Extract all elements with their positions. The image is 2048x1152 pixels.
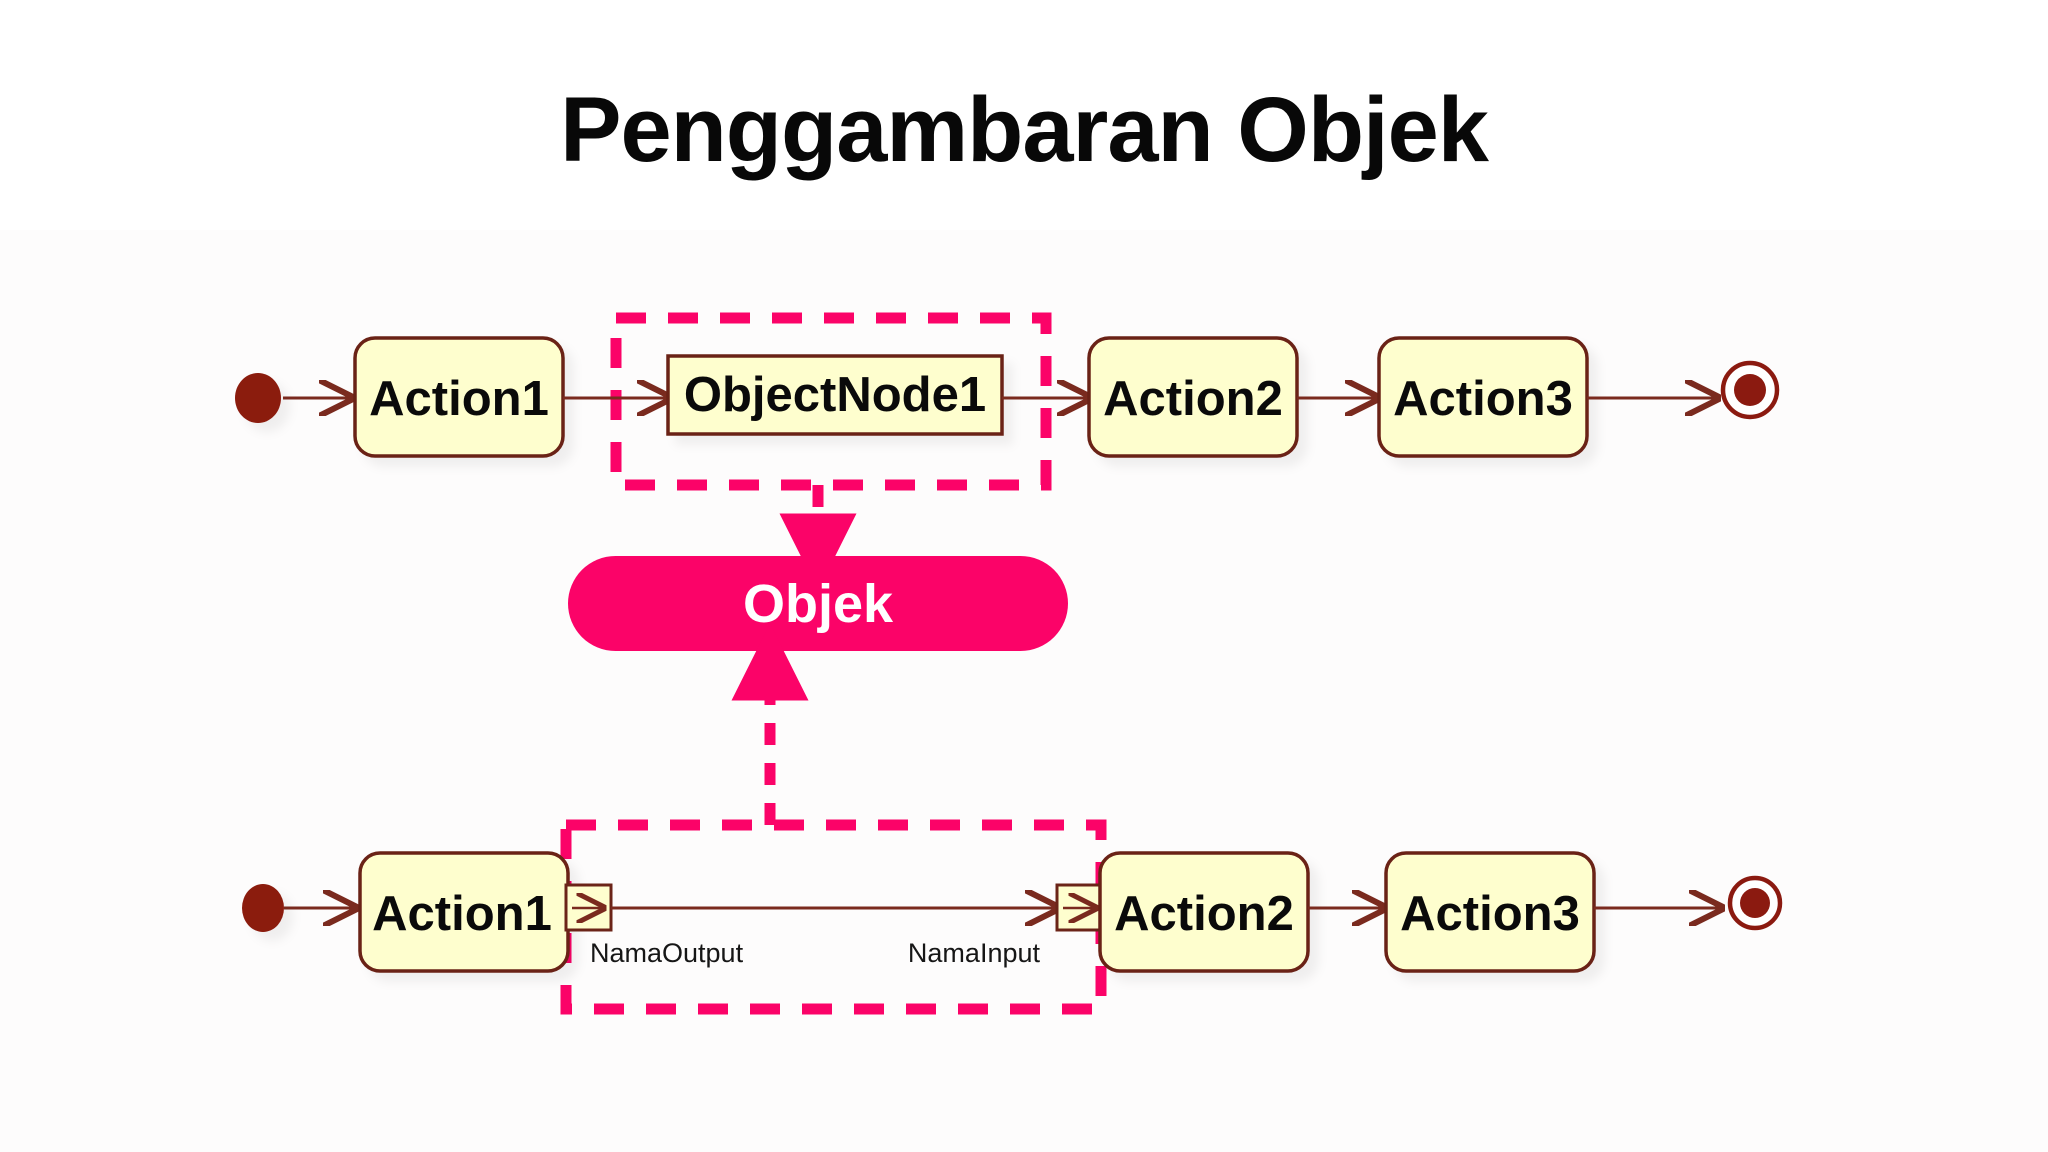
output-pin[interactable]	[564, 883, 613, 932]
object-node-label: ObjectNode1	[684, 368, 986, 422]
output-pin-label: NamaOutput	[590, 938, 744, 968]
action-node-action1[interactable]: Action1	[358, 851, 570, 973]
action-node-action1[interactable]: Action1	[353, 336, 565, 458]
highlight-box-pins	[560, 819, 1107, 1015]
initial-node[interactable]	[242, 884, 284, 932]
input-pin-label: NamaInput	[908, 938, 1041, 968]
action-node-label: Action3	[1393, 372, 1573, 426]
action-node-label: Action1	[372, 887, 552, 941]
object-node-objectnode1[interactable]: ObjectNode1	[666, 354, 1004, 436]
action-node-action2[interactable]: Action2	[1098, 851, 1310, 973]
action-node-label: Action2	[1103, 372, 1283, 426]
input-pin[interactable]	[1055, 883, 1104, 932]
action-node-action2[interactable]: Action2	[1087, 336, 1299, 458]
row-object-node: Action1 ObjectNode1 Action2	[235, 312, 1780, 491]
callout-objek[interactable]: Objek	[568, 556, 1068, 651]
action-node-action3[interactable]: Action3	[1384, 851, 1596, 973]
initial-node[interactable]	[235, 373, 281, 423]
highlight-box-object-node	[610, 312, 1052, 491]
final-node[interactable]	[1727, 875, 1783, 931]
action-node-label: Action2	[1114, 887, 1294, 941]
row-pins: Action1 NamaOutput NamaInput Action2	[242, 819, 1783, 1015]
final-node[interactable]	[1720, 360, 1780, 420]
action-node-action3[interactable]: Action3	[1377, 336, 1589, 458]
action-node-label: Action3	[1400, 887, 1580, 941]
page-title: Penggambaran Objek	[560, 79, 1489, 181]
action-node-label: Action1	[369, 372, 549, 426]
callout-label: Objek	[743, 574, 894, 634]
